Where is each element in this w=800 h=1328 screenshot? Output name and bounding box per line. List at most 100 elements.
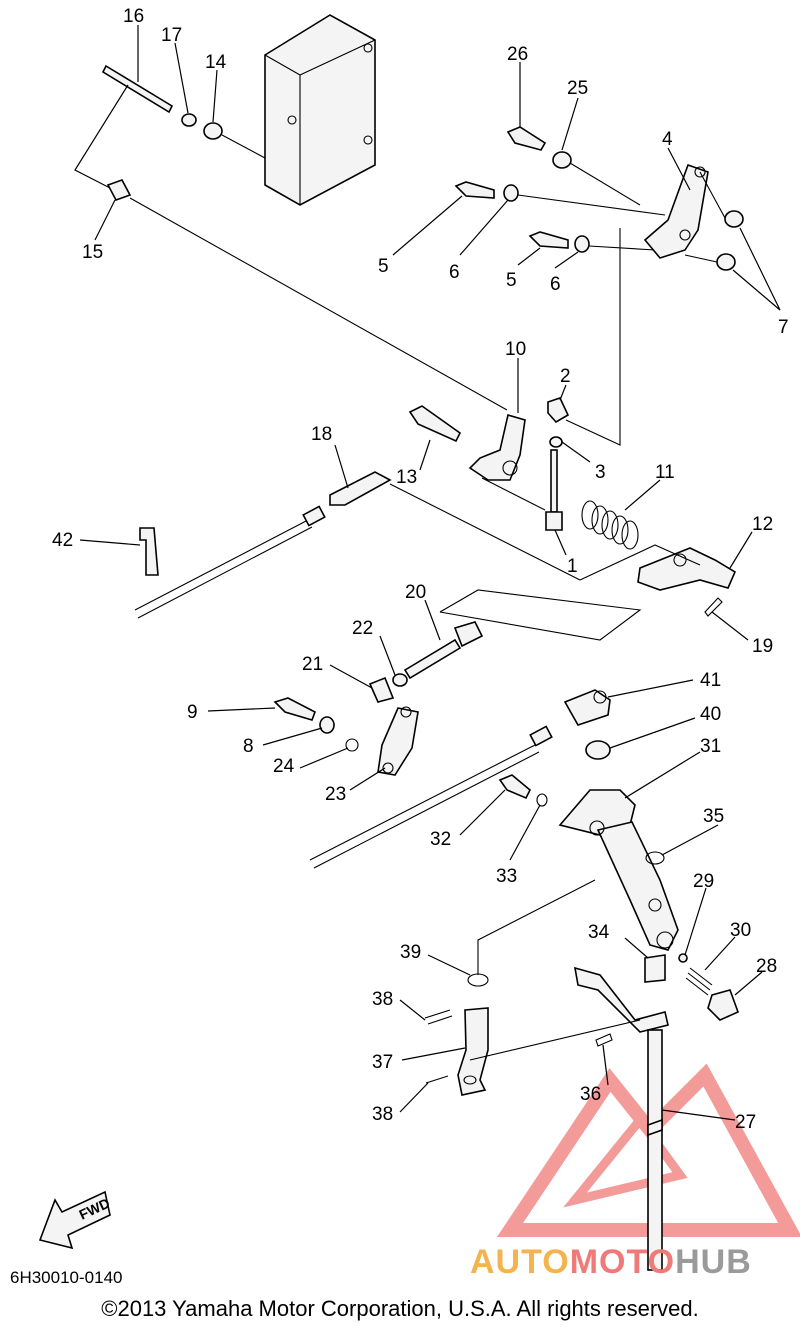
shift-shaft-27 [573, 966, 669, 1271]
collar-6b [574, 235, 590, 253]
label-22: 22 [352, 618, 373, 639]
watermark-moto: MOTO [569, 1243, 676, 1281]
cable-end-18 [329, 471, 392, 506]
label-6a: 6 [449, 262, 460, 283]
label-25: 25 [567, 78, 588, 99]
label-9: 9 [187, 702, 198, 723]
fwd-arrow: FWD [38, 1190, 112, 1250]
lever-37 [457, 1007, 489, 1096]
label-31: 31 [700, 736, 721, 757]
label-35: 35 [703, 806, 724, 827]
label-29: 29 [693, 871, 714, 892]
throttle-cable [134, 505, 326, 619]
label-37: 37 [372, 1052, 393, 1073]
copyright-notice: ©2013 Yamaha Motor Corporation, U.S.A. A… [101, 1296, 699, 1321]
label-32: 32 [430, 829, 451, 850]
label-17: 17 [161, 25, 182, 46]
plug-28 [707, 989, 740, 1021]
label-19: 19 [752, 636, 773, 657]
label-14: 14 [205, 52, 227, 73]
label-10: 10 [505, 339, 526, 360]
collar-40 [585, 740, 611, 760]
lever-31 [558, 789, 679, 951]
watermark-text: AUTOMOTOHUB [470, 1243, 752, 1282]
label-18: 18 [311, 424, 332, 445]
clip-24 [345, 738, 359, 752]
pin-38 [424, 1009, 453, 1084]
spring-11 [581, 500, 639, 550]
pin-36 [595, 1033, 613, 1047]
ball-29 [678, 953, 688, 963]
nut-3 [549, 436, 563, 448]
nut-17 [181, 113, 197, 127]
washer-35 [645, 851, 665, 865]
label-15: 15 [82, 242, 103, 263]
label-24: 24 [273, 756, 295, 777]
joint-41 [563, 689, 611, 726]
control-box [264, 14, 376, 206]
bolt-13 [408, 405, 462, 443]
label-2: 2 [560, 366, 571, 387]
lever-10 [468, 413, 526, 481]
label-42: 42 [52, 530, 73, 551]
label-3: 3 [595, 462, 606, 483]
washer-39 [467, 973, 489, 987]
label-27: 27 [735, 1112, 756, 1133]
bushing-34 [644, 954, 666, 983]
label-13: 13 [396, 467, 417, 488]
washer-33 [536, 793, 548, 807]
joint-21 [368, 676, 395, 703]
lever-23 [377, 706, 419, 776]
leader-lines [79, 25, 781, 1121]
label-33: 33 [496, 866, 517, 887]
label-26: 26 [507, 44, 528, 65]
label-7: 7 [778, 317, 789, 338]
rod-20 [403, 621, 484, 680]
grommet-14 [203, 122, 266, 159]
label-39: 39 [400, 942, 421, 963]
bolt-32 [498, 774, 531, 800]
bolt-16 [101, 64, 174, 114]
label-28: 28 [756, 956, 777, 977]
label-4: 4 [662, 129, 673, 150]
shift-cable [309, 725, 553, 869]
lever-4 [643, 163, 709, 259]
collar-6a [503, 184, 519, 202]
label-38a: 38 [372, 989, 393, 1010]
label-1: 1 [567, 556, 578, 577]
label-34: 34 [588, 922, 610, 943]
label-12: 12 [752, 514, 773, 535]
label-40: 40 [700, 704, 721, 725]
label-41: 41 [700, 670, 721, 691]
clip-15 [106, 179, 132, 201]
label-38b: 38 [372, 1104, 393, 1125]
label-30: 30 [730, 920, 751, 941]
clip-42 [139, 527, 159, 576]
watermark-hub: HUB [675, 1243, 752, 1281]
label-8: 8 [243, 736, 254, 757]
collar-8 [319, 716, 335, 734]
rod-1 [545, 449, 563, 531]
label-23: 23 [325, 784, 346, 805]
label-36: 36 [580, 1084, 601, 1105]
label-5a: 5 [378, 256, 389, 277]
label-5b: 5 [506, 270, 517, 291]
bolt-9 [273, 697, 316, 721]
label-6b: 6 [550, 274, 561, 295]
lever-12 [637, 547, 737, 591]
diagram-code: 6H30010-0140 [10, 1268, 123, 1287]
bolt-26 [506, 126, 547, 151]
label-11: 11 [655, 462, 675, 483]
label-16: 16 [123, 6, 144, 27]
label-21: 21 [302, 654, 323, 675]
label-20: 20 [405, 582, 426, 603]
bolt-5b [528, 231, 569, 249]
joint-2 [547, 397, 570, 424]
watermark-auto: AUTO [470, 1243, 570, 1281]
collar-25 [552, 151, 572, 169]
part-labels: 16 17 14 15 26 25 4 5 6 5 6 7 10 2 18 3 … [52, 6, 789, 1133]
collar-7 [716, 210, 744, 271]
pin-19 [704, 597, 723, 617]
spring-30 [685, 967, 713, 996]
